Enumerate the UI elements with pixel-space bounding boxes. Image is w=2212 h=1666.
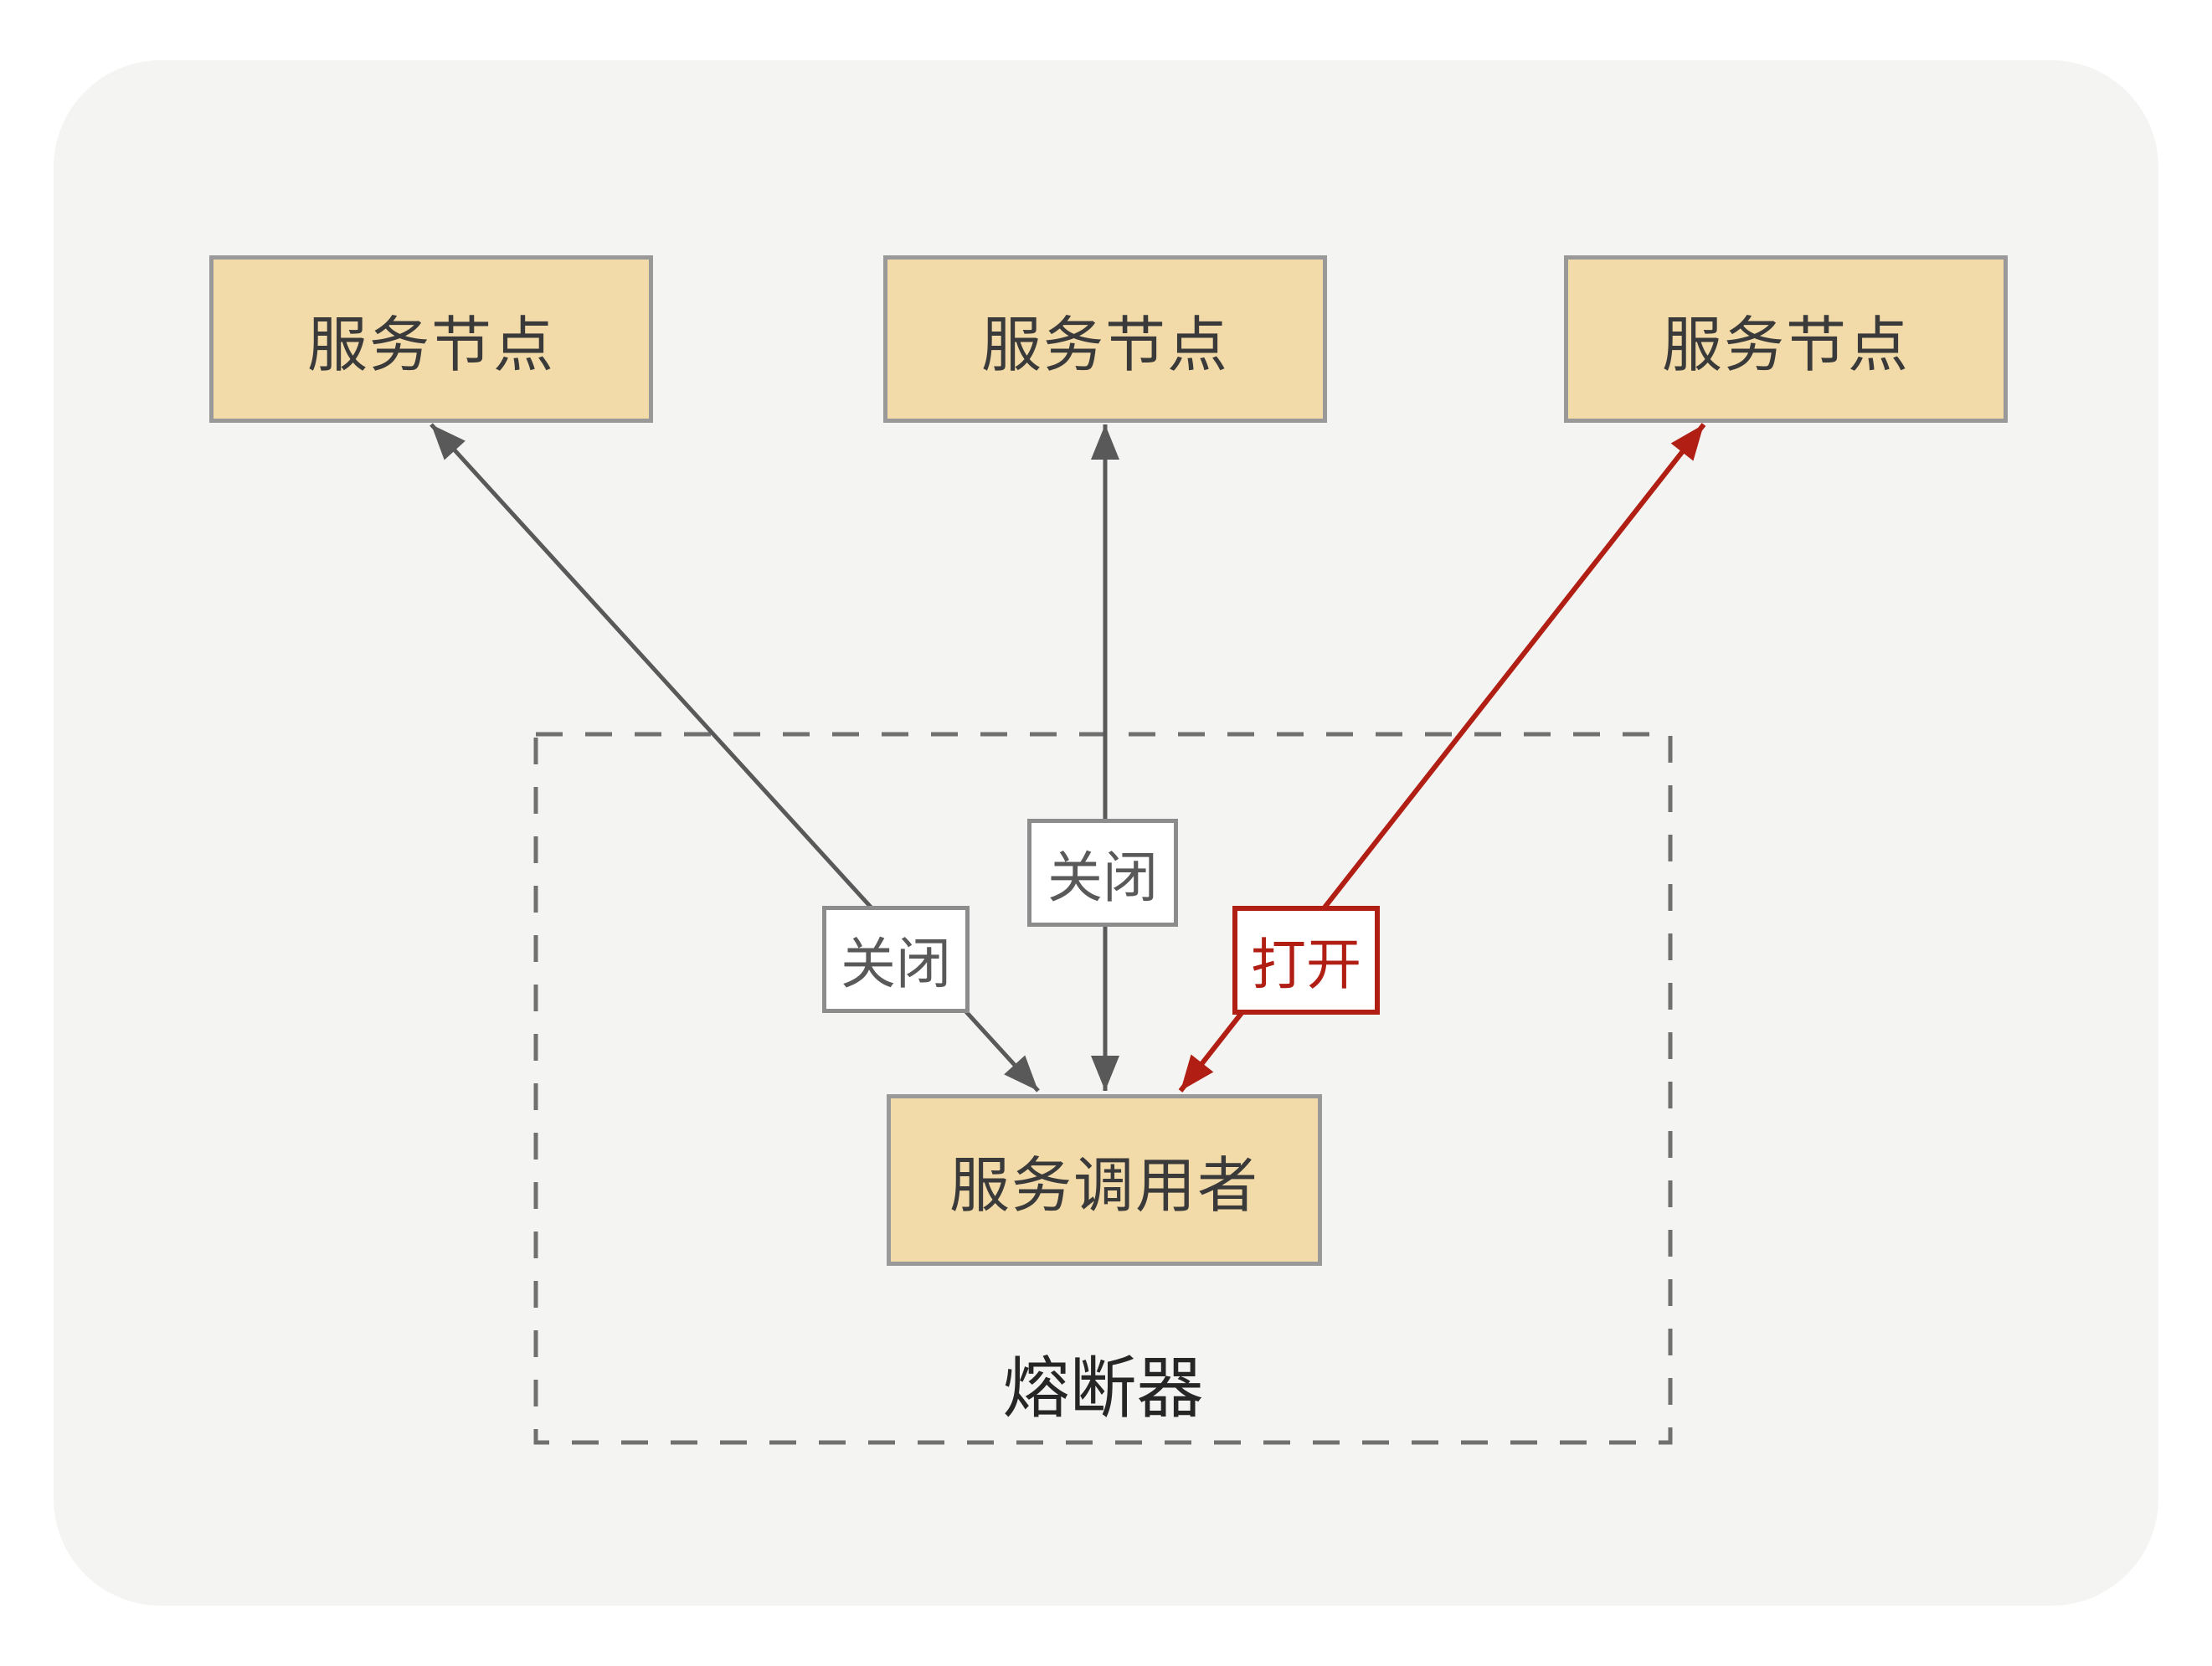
circuit-breaker-title: 熔断器	[1002, 1351, 1204, 1426]
edge-label-closed-1: 关闭	[822, 906, 970, 1013]
service-node-2: 服务节点	[883, 255, 1327, 423]
service-node-3: 服务节点	[1564, 255, 2008, 423]
service-node-1: 服务节点	[209, 255, 653, 423]
edge-label-closed-2: 关闭	[1027, 819, 1178, 927]
edge-label-open: 打开	[1232, 906, 1380, 1015]
service-caller-box: 服务调用者	[887, 1094, 1322, 1266]
